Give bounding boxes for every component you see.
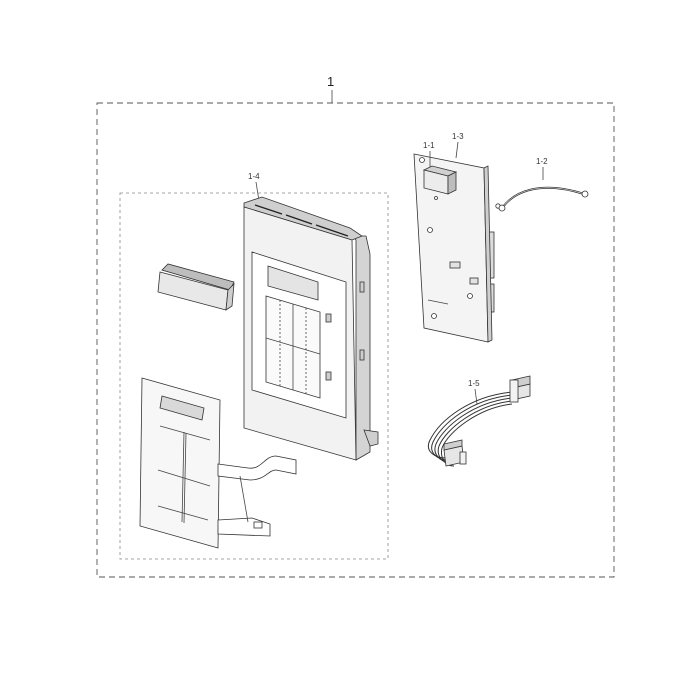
leader-part-1-3 xyxy=(455,141,459,159)
wire-harness xyxy=(428,375,531,467)
assembly-boundary xyxy=(96,102,615,578)
label-part-1-4: 1-4 xyxy=(248,172,260,181)
display-window xyxy=(267,265,319,301)
main-pcb xyxy=(413,153,501,343)
display-lens xyxy=(157,263,235,311)
label-part-1-5: 1-5 xyxy=(468,379,480,388)
label-part-1-2: 1-2 xyxy=(536,157,548,166)
leader-part-1-5 xyxy=(474,388,478,405)
touch-key-grid xyxy=(265,295,321,399)
control-panel-group-boundary xyxy=(119,192,389,560)
pcb-connector xyxy=(422,165,458,195)
label-assembly-1: 1 xyxy=(327,74,334,89)
label-part-1-3: 1-3 xyxy=(452,132,464,141)
label-part-1-1: 1-1 xyxy=(423,141,435,150)
keypad-flex-cable xyxy=(217,455,297,481)
wire-lead xyxy=(498,186,589,212)
control-panel-frame xyxy=(243,196,379,461)
membrane-keypad xyxy=(139,377,297,549)
